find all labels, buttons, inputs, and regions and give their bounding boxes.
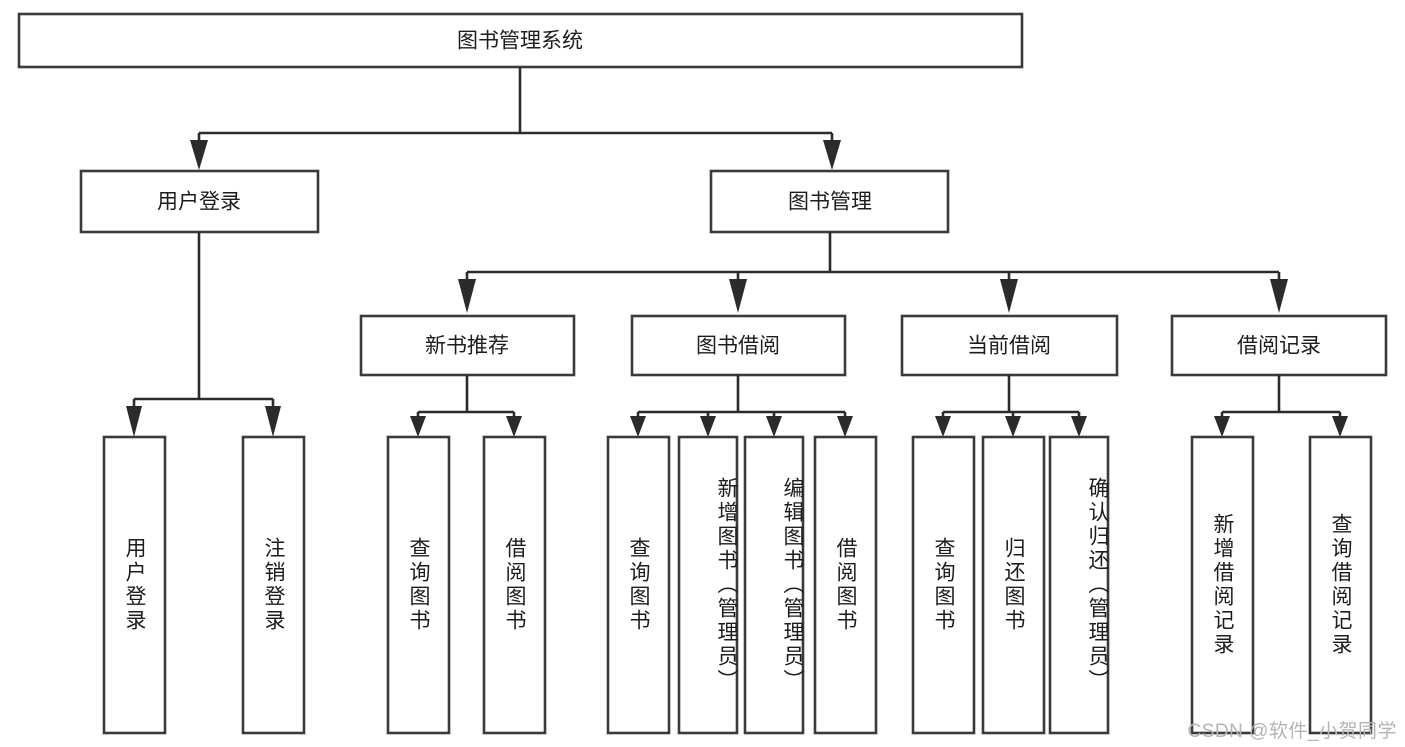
leaf-box-query-book-3[interactable] xyxy=(911,435,976,735)
csdn-watermark: CSDN @软件_小贺同学 xyxy=(1187,721,1397,742)
leaf-box-confirm-return[interactable] xyxy=(1048,435,1110,735)
arrow-to-leaf-confirm-return xyxy=(1071,416,1087,437)
arrow-to-leaf-query-book-2 xyxy=(630,416,646,437)
root-box[interactable] xyxy=(17,12,1024,69)
node-book-manage[interactable]: 图书管理 xyxy=(709,169,950,234)
book-manage-box[interactable] xyxy=(709,169,950,234)
arrow-to-leaf-borrow-book-2 xyxy=(837,416,853,437)
book-borrow-label: 图书借阅 xyxy=(696,335,780,358)
node-user-login[interactable]: 用户登录 xyxy=(79,169,320,234)
node-book-borrow[interactable]: 图书借阅 xyxy=(630,314,847,377)
leaf-box-query-borrow-record[interactable] xyxy=(1308,435,1373,735)
connector-newbook-to-leaves xyxy=(410,375,522,437)
arrow-to-leaf-add-borrow-record xyxy=(1214,416,1230,437)
arrow-to-leaf-query-borrow-record xyxy=(1332,416,1348,437)
arrow-to-user-login xyxy=(190,140,208,170)
arrow-to-current-borrow xyxy=(1000,279,1018,313)
leaf-box-user-login[interactable] xyxy=(102,435,167,735)
leaf-box-query-book-1[interactable] xyxy=(386,435,451,735)
arrow-to-leaf-return-book xyxy=(1005,416,1021,437)
leaf-box-query-book-2[interactable] xyxy=(606,435,671,735)
node-root[interactable]: 图书管理系统 xyxy=(17,12,1024,69)
book-manage-label: 图书管理 xyxy=(788,191,872,214)
arrow-to-leaf-query-book-1 xyxy=(410,416,426,437)
arrow-to-book-borrow xyxy=(729,279,747,313)
arrow-to-leaf-user-login xyxy=(126,406,142,437)
root-label: 图书管理系统 xyxy=(457,30,583,53)
leaf-box-borrow-book-1[interactable] xyxy=(482,435,547,735)
arrow-to-leaf-add-book xyxy=(700,416,716,437)
connector-bookborrow-to-leaves xyxy=(630,375,853,437)
node-current-borrow[interactable]: 当前借阅 xyxy=(900,314,1119,377)
arrow-to-leaf-edit-book xyxy=(766,416,782,437)
leaf-box-return-book[interactable] xyxy=(981,435,1046,735)
borrow-record-label: 借阅记录 xyxy=(1237,335,1321,358)
leaf-box-add-borrow-record[interactable] xyxy=(1190,435,1255,735)
leaf-box-logout-login[interactable] xyxy=(241,435,306,735)
connector-userlogin-to-leaves xyxy=(126,232,281,437)
user-login-label: 用户登录 xyxy=(157,191,241,214)
arrow-to-borrow-record xyxy=(1270,279,1288,313)
arrow-to-leaf-borrow-book-1 xyxy=(506,416,522,437)
leaf-box-add-book[interactable] xyxy=(677,435,739,735)
connector-currentborrow-to-leaves xyxy=(935,375,1087,437)
borrow-record-box[interactable] xyxy=(1170,314,1388,377)
arrow-to-leaf-query-book-3 xyxy=(935,416,951,437)
arrow-to-book-manage xyxy=(823,140,841,170)
connector-borrowrecord-to-leaves xyxy=(1214,375,1348,437)
new-book-recommend-label: 新书推荐 xyxy=(425,335,509,358)
node-new-book-recommend[interactable]: 新书推荐 xyxy=(359,314,576,377)
connector-bookmanage-to-level3 xyxy=(458,232,1288,313)
current-borrow-box[interactable] xyxy=(900,314,1119,377)
new-book-recommend-box[interactable] xyxy=(359,314,576,377)
leaf-box-borrow-book-2[interactable] xyxy=(813,435,878,735)
connector-root-to-level2 xyxy=(190,67,841,170)
current-borrow-label: 当前借阅 xyxy=(967,335,1051,358)
arrow-to-new-book-recommend xyxy=(458,279,476,313)
book-borrow-box[interactable] xyxy=(630,314,847,377)
node-borrow-record[interactable]: 借阅记录 xyxy=(1170,314,1388,377)
arrow-to-leaf-logout-login xyxy=(265,406,281,437)
leaf-box-edit-book[interactable] xyxy=(743,435,805,735)
